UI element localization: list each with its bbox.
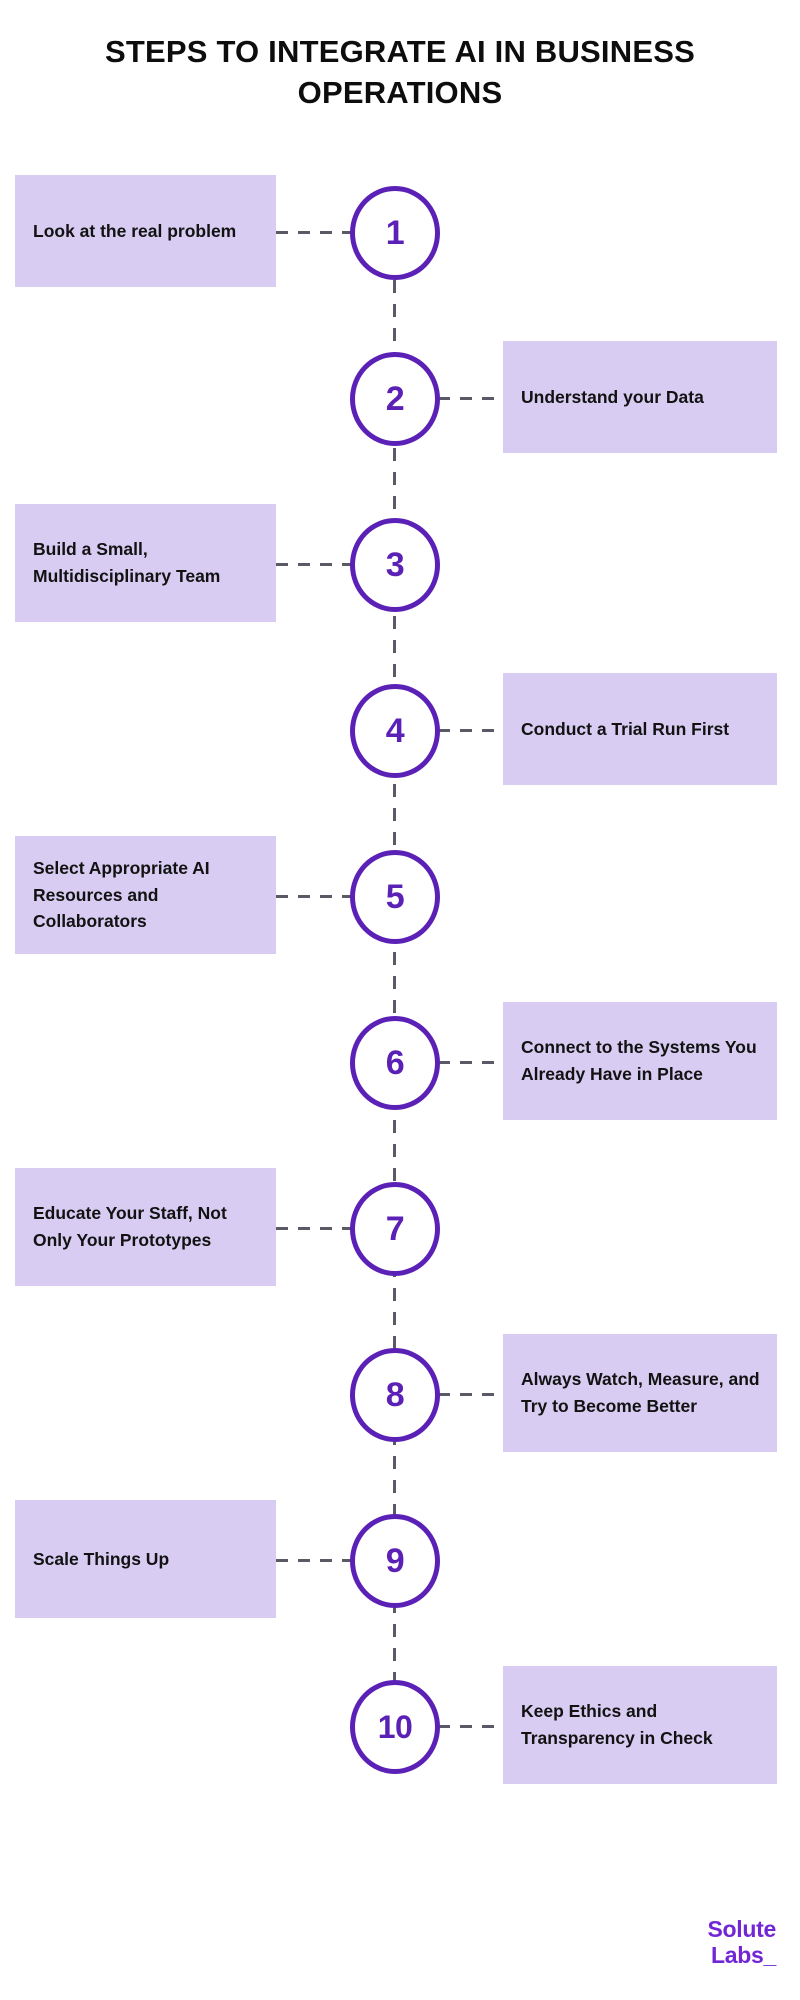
- step-row-4: 4 Conduct a Trial Run First: [0, 648, 800, 814]
- timeline-spine: [393, 232, 396, 1716]
- step-number-8: 8: [385, 1376, 405, 1414]
- step-label-box-1: Look at the real problem: [15, 175, 276, 287]
- step-connector-1: [276, 231, 352, 234]
- step-row-8: 8 Always Watch, Measure, and Try to Beco…: [0, 1312, 800, 1478]
- step-node-4[interactable]: 4: [350, 684, 440, 778]
- step-label-box-6: Connect to the Systems You Already Have …: [503, 1002, 777, 1120]
- step-connector-7: [276, 1227, 352, 1230]
- step-node-7[interactable]: 7: [350, 1182, 440, 1276]
- step-row-6: 6 Connect to the Systems You Already Hav…: [0, 980, 800, 1146]
- step-label-box-4: Conduct a Trial Run First: [503, 673, 777, 785]
- step-number-3: 3: [385, 546, 405, 584]
- step-row-2: 2 Understand your Data: [0, 316, 800, 482]
- step-label-box-3: Build a Small, Multidisciplinary Team: [15, 504, 276, 622]
- step-node-2[interactable]: 2: [350, 352, 440, 446]
- step-row-9: Scale Things Up 9: [0, 1478, 800, 1644]
- step-node-6[interactable]: 6: [350, 1016, 440, 1110]
- step-row-10: 10 Keep Ethics and Transparency in Check: [0, 1644, 800, 1810]
- brand-logo[interactable]: Solute Labs_: [707, 1915, 777, 1968]
- step-node-8[interactable]: 8: [350, 1348, 440, 1442]
- step-label-box-9: Scale Things Up: [15, 1500, 276, 1618]
- step-connector-8: [438, 1393, 504, 1396]
- step-connector-9: [276, 1559, 352, 1562]
- step-connector-4: [438, 729, 504, 732]
- step-row-3: Build a Small, Multidisciplinary Team 3: [0, 482, 800, 648]
- step-connector-10: [438, 1725, 504, 1728]
- step-label-box-10: Keep Ethics and Transparency in Check: [503, 1666, 777, 1784]
- step-number-6: 6: [385, 1044, 405, 1082]
- step-connector-3: [276, 563, 352, 566]
- step-number-2: 2: [385, 380, 405, 418]
- step-number-4: 4: [385, 712, 405, 750]
- step-number-9: 9: [385, 1542, 405, 1580]
- step-label-box-5: Select Appropriate AI Resources and Coll…: [15, 836, 276, 954]
- step-node-9[interactable]: 9: [350, 1514, 440, 1608]
- step-node-5[interactable]: 5: [350, 850, 440, 944]
- step-row-7: Educate Your Staff, Not Only Your Protot…: [0, 1146, 800, 1312]
- step-number-7: 7: [385, 1210, 405, 1248]
- step-row-1: Look at the real problem 1: [0, 150, 800, 316]
- brand-logo-line-2: Labs_: [711, 1941, 776, 1968]
- step-node-1[interactable]: 1: [350, 186, 440, 280]
- step-number-10: 10: [377, 1709, 413, 1745]
- step-node-10[interactable]: 10: [350, 1680, 440, 1774]
- step-label-box-2: Understand your Data: [503, 341, 777, 453]
- step-number-1: 1: [385, 214, 405, 252]
- step-number-5: 5: [385, 878, 405, 916]
- brand-logo-line-1: Solute: [707, 1915, 777, 1942]
- step-connector-2: [438, 397, 504, 400]
- step-row-5: Select Appropriate AI Resources and Coll…: [0, 814, 800, 980]
- step-connector-6: [438, 1061, 504, 1064]
- step-label-box-7: Educate Your Staff, Not Only Your Protot…: [15, 1168, 276, 1286]
- step-label-box-8: Always Watch, Measure, and Try to Become…: [503, 1334, 777, 1452]
- page-title: STEPS TO INTEGRATE AI IN BUSINESS OPERAT…: [105, 34, 695, 110]
- step-connector-5: [276, 895, 352, 898]
- step-node-3[interactable]: 3: [350, 518, 440, 612]
